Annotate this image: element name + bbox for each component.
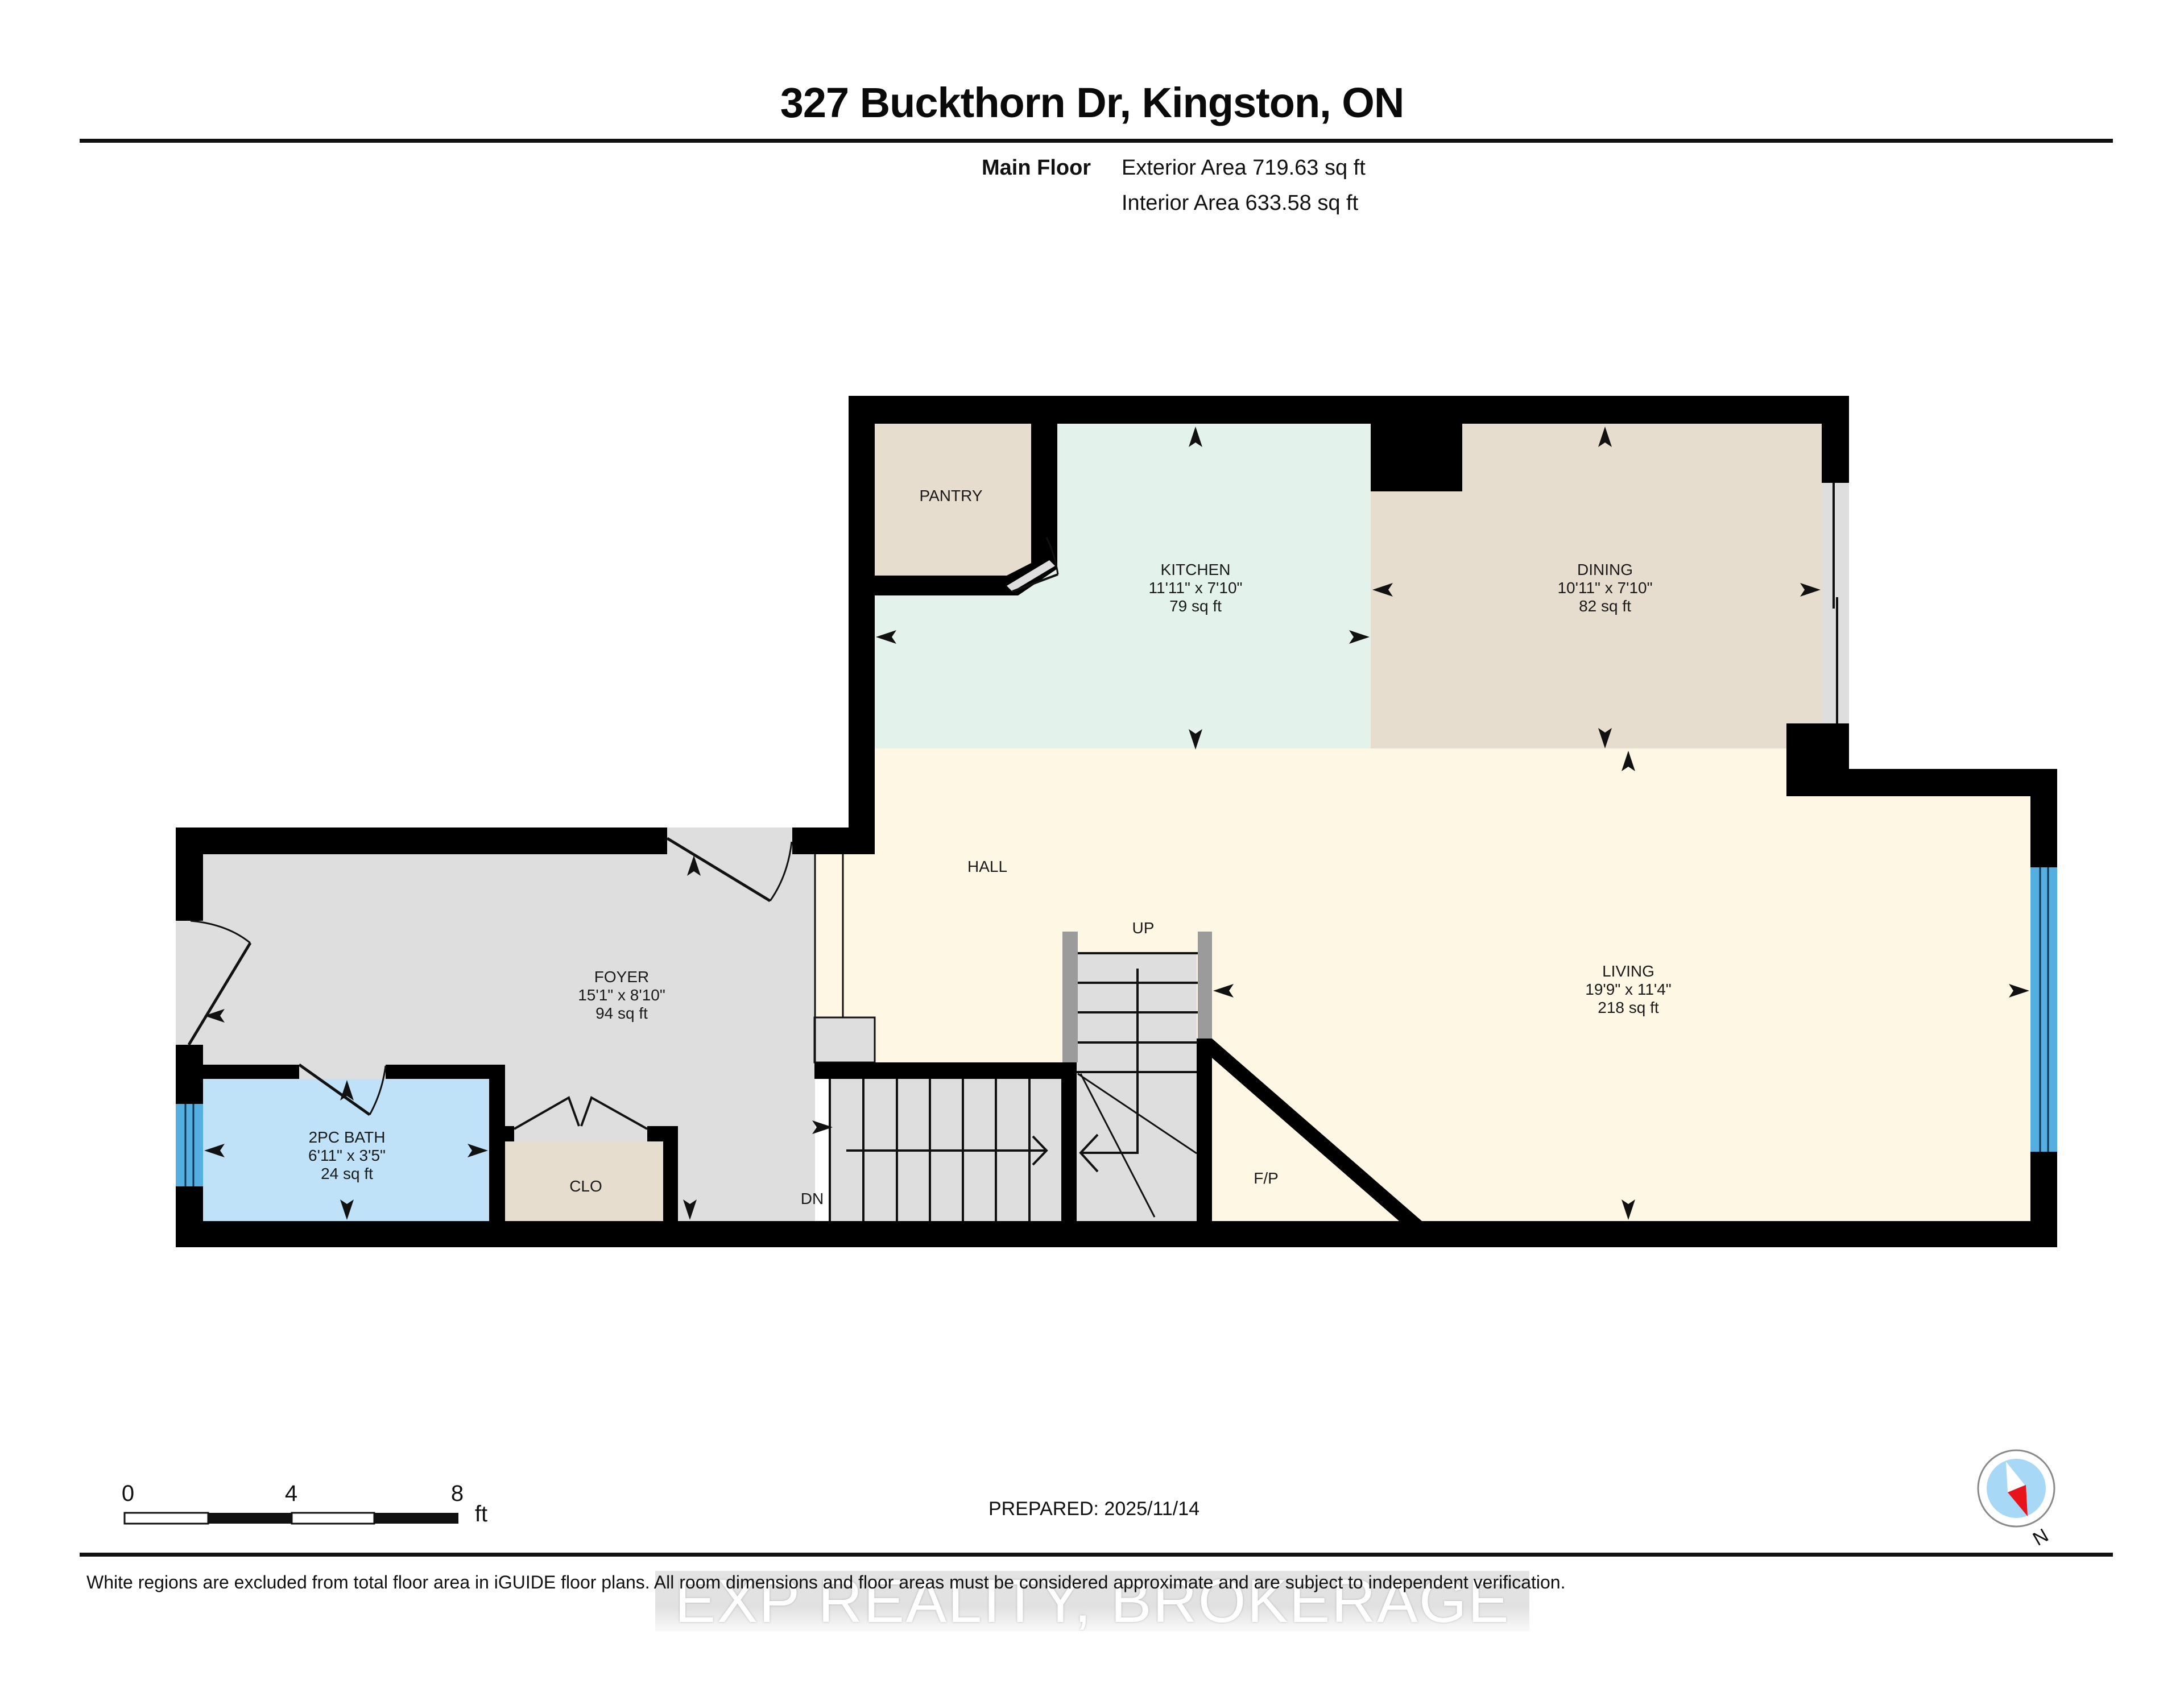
up-stairs (1062, 932, 1212, 1218)
room-dims: 10'11" x 7'10" (1557, 579, 1653, 597)
left-rail (1062, 932, 1078, 1062)
dining-fill (1371, 424, 1822, 748)
room-label-kitchen: KITCHEN 11'11" x 7'10" 79 sq ft (1149, 561, 1243, 615)
room-area: 24 sq ft (321, 1165, 373, 1182)
stairs-down-label: DN (800, 1190, 824, 1207)
room-name: LIVING (1602, 962, 1654, 980)
room-area: 218 sq ft (1598, 999, 1659, 1016)
scale-tick-0: 0 (121, 1481, 135, 1506)
closet-fill (505, 1141, 663, 1221)
room-name: CLO (569, 1177, 602, 1195)
room-name: KITCHEN (1160, 561, 1231, 578)
pantry-fill (875, 424, 1031, 576)
landing-step (814, 1017, 875, 1062)
room-label-fireplace: F/P (1254, 1169, 1279, 1188)
floor-label: Main Floor (982, 156, 1091, 180)
doors (176, 537, 1059, 1141)
room-dims: 6'11" x 3'5" (308, 1147, 386, 1164)
room-area: 82 sq ft (1579, 597, 1631, 615)
room-name: DINING (1577, 561, 1633, 578)
room-name: 2PC BATH (308, 1128, 386, 1146)
room-dims: 15'1" x 8'10" (578, 986, 665, 1004)
scale-tick-4: 4 (284, 1481, 298, 1506)
scale-unit: ft (474, 1501, 488, 1526)
room-name: PANTRY (919, 487, 983, 504)
right-rail (1198, 932, 1212, 1039)
scale-bar (123, 1512, 458, 1525)
living-window (2030, 867, 2057, 1152)
interior-area: Interior Area 633.58 sq ft (1122, 191, 1359, 215)
room-dims: 11'11" x 7'10" (1148, 579, 1243, 597)
compass-icon (1977, 1449, 2055, 1528)
windows (176, 483, 2057, 1186)
footer-rule (80, 1553, 2113, 1557)
room-name: F/P (1254, 1169, 1279, 1187)
prepared-date: PREPARED: 2025/11/14 (988, 1498, 1200, 1520)
room-name: HALL (967, 858, 1008, 875)
room-label-bath: 2PC BATH 6'11" x 3'5" 24 sq ft (308, 1128, 386, 1183)
down-stairs (829, 1079, 1048, 1221)
room-name: FOYER (594, 968, 650, 986)
footer-disclaimer: White regions are excluded from total fl… (86, 1572, 1566, 1592)
kitchen-fill (875, 424, 1371, 751)
room-area: 94 sq ft (595, 1004, 648, 1022)
room-area: 79 sq ft (1169, 597, 1222, 615)
header-rule (80, 139, 2113, 143)
room-fills (203, 424, 2030, 1221)
page-title: 327 Buckthorn Dr, Kingston, ON (780, 79, 1405, 126)
brokerage-watermark: EXP REALITY, BROKERAGE (655, 1571, 1529, 1631)
room-label-pantry: PANTRY (920, 487, 983, 505)
room-dims: 19'9" x 11'4" (1585, 980, 1672, 998)
dimension-arrows (204, 427, 2029, 1220)
room-label-living: LIVING 19'9" x 11'4" 218 sq ft (1585, 962, 1671, 1017)
room-label-dining: DINING 10'11" x 7'10" 82 sq ft (1557, 561, 1652, 615)
room-label-foyer: FOYER 15'1" x 8'10" 94 sq ft (578, 968, 665, 1023)
walls (176, 396, 2057, 1247)
dining-sliding-door (1822, 483, 1849, 723)
bath-window (176, 1104, 203, 1186)
room-label-closet: CLO (569, 1177, 602, 1195)
bath-fill (203, 1079, 489, 1221)
exterior-area: Exterior Area 719.63 sq ft (1122, 156, 1366, 180)
stairs-up-label: UP (1132, 919, 1155, 937)
room-label-hall: HALL (967, 858, 1007, 876)
scale-tick-8: 8 (450, 1481, 464, 1506)
